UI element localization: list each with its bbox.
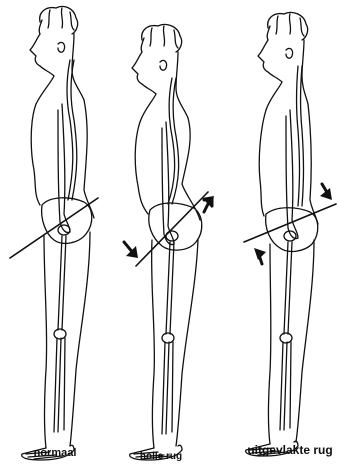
hair xyxy=(39,6,77,34)
neck-front xyxy=(266,82,282,110)
ear xyxy=(286,48,293,58)
arm xyxy=(58,104,70,233)
ear xyxy=(58,42,65,52)
femur xyxy=(58,236,66,330)
knee xyxy=(162,333,174,343)
face-profile xyxy=(132,52,156,94)
figure-flat-back xyxy=(244,12,336,456)
knee xyxy=(54,329,66,339)
torso-back xyxy=(308,104,318,224)
leg-back xyxy=(296,240,314,442)
tibia xyxy=(280,342,291,430)
torso-front xyxy=(135,122,148,214)
arm xyxy=(286,110,298,239)
pelvis-tilt-line xyxy=(244,204,336,242)
leg-front xyxy=(44,236,47,448)
neck-back xyxy=(302,40,308,104)
leg-front xyxy=(152,240,155,448)
neck-front xyxy=(36,76,54,104)
femur xyxy=(166,242,174,334)
neck-back xyxy=(176,52,188,118)
ear xyxy=(160,60,167,70)
knee xyxy=(280,333,292,343)
torso-back xyxy=(84,100,94,218)
caption-normal: normaal xyxy=(34,447,77,459)
hair xyxy=(267,12,307,40)
leg-back xyxy=(70,232,90,446)
femur xyxy=(284,242,292,334)
figure-normal xyxy=(10,6,98,460)
leg-front xyxy=(269,244,271,444)
leg-back xyxy=(176,240,198,446)
face-profile xyxy=(30,34,54,76)
torso-front xyxy=(31,104,40,205)
spine xyxy=(297,66,304,206)
neck-front xyxy=(140,94,156,122)
caption-hollow-back: holle rug xyxy=(140,451,182,462)
face-profile xyxy=(258,40,282,82)
hair xyxy=(141,24,181,52)
figure-hollow-back xyxy=(124,24,214,460)
neck-back xyxy=(72,34,84,100)
spine xyxy=(67,60,77,200)
torso-front xyxy=(259,110,266,216)
tibia xyxy=(162,342,173,434)
pelvis-tilt-line xyxy=(10,198,98,258)
tibia xyxy=(54,338,65,432)
caption-flat-back: uitgevlakte rug xyxy=(247,443,332,457)
